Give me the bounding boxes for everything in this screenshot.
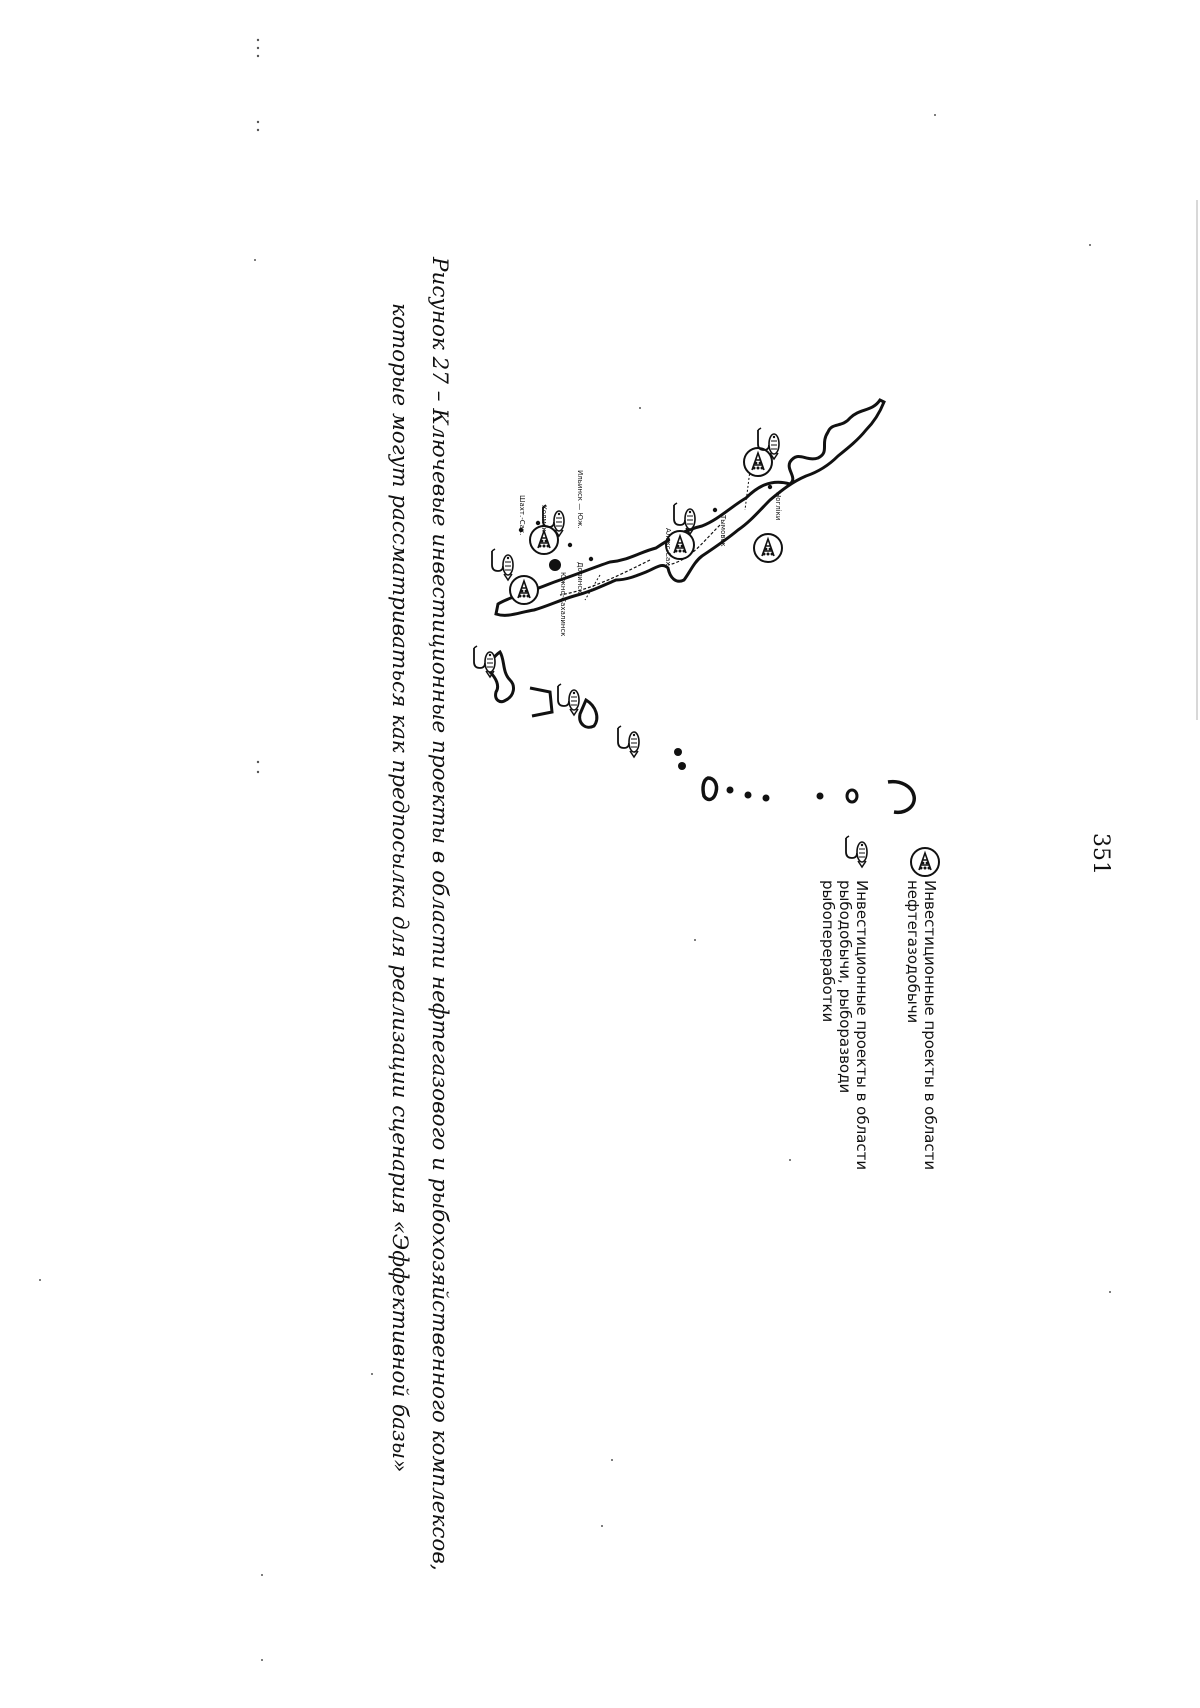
oil-project-nogliki <box>743 447 773 477</box>
oil-project-korsakov <box>509 575 539 605</box>
figure-caption-line-1: Рисунок 27 – Ключевые инвестиционные про… <box>427 257 452 1571</box>
oil-project-east <box>753 533 783 563</box>
fish-project-simushir <box>617 725 640 758</box>
city-label-kholmsk: Холмск <box>540 505 548 532</box>
legend-fish-label: Инвестиционные проекты в области рыбодоб… <box>819 880 871 1171</box>
scan-edge-line <box>1196 200 1198 720</box>
fish-project-south <box>491 548 514 581</box>
city-label-tymovsk: Тымовск <box>719 515 727 547</box>
legend-fish-icon <box>845 835 868 868</box>
urup-island <box>578 697 599 729</box>
figure-caption-line-2: которые могут рассматриваться как предпо… <box>387 303 412 1473</box>
city-label-alexandrovsk: Алекс-Сах <box>664 528 672 566</box>
page-number: 351 <box>1088 833 1113 875</box>
city-label-nogliki: Ногліки <box>774 492 782 521</box>
paramushir-island <box>887 779 916 815</box>
city-label-shakhtersk: Шахт.-Сах. <box>518 495 526 536</box>
sakhalin-island <box>494 398 886 617</box>
legend-fish-line-1: Инвестиционные проекты в области <box>853 880 871 1171</box>
legend-fish-line-2: рыбодобычи, рыборазводи <box>836 880 854 1094</box>
legend-oil-icon <box>910 847 940 877</box>
city-label-dolinsk: Долинск <box>576 562 584 594</box>
legend-oil-line-2: нефтегазодобычи <box>904 880 922 1024</box>
legend-oil-line-1: Инвестиционные проекты в области <box>921 880 939 1171</box>
fish-project-urup <box>557 683 580 716</box>
legend-fish-line-3: рыбопереработки <box>819 880 837 1023</box>
legend-oil-gas-label: Инвестиционные проекты в области нефтега… <box>904 880 939 1171</box>
city-label-yuzhno: Южно-Сахалинск <box>559 572 567 637</box>
city-label-ilinsky: Ильинск — Юж. <box>576 470 584 529</box>
